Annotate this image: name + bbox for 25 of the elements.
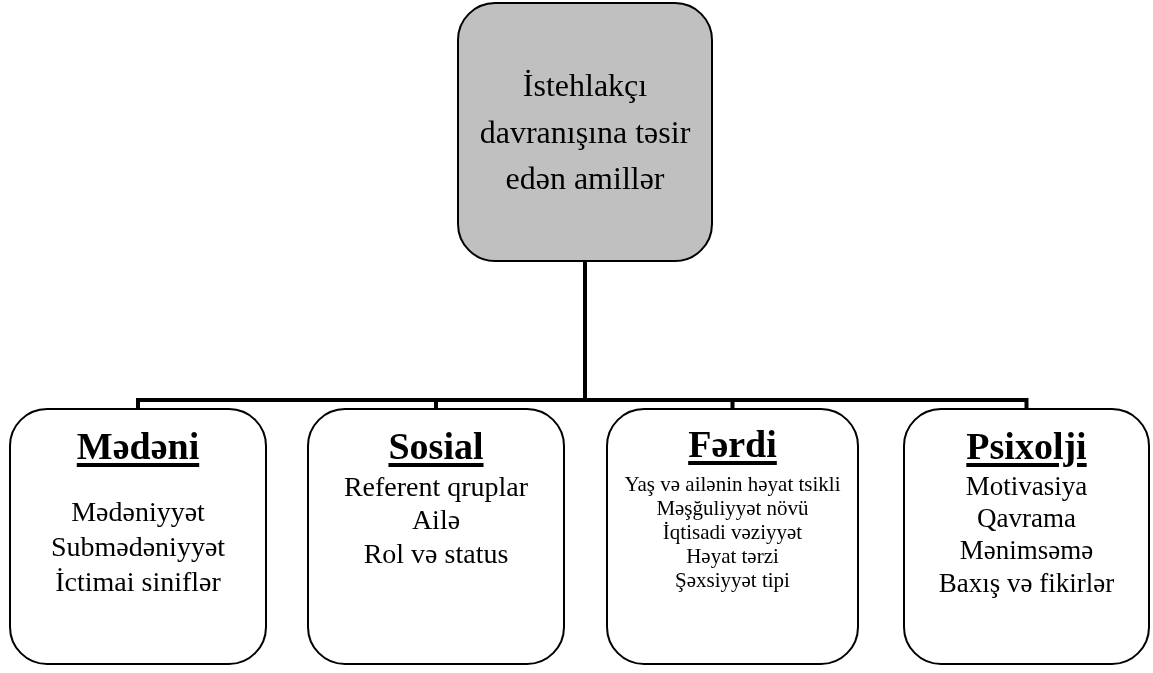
factor-item: Şəxsiyyət tipi bbox=[674, 568, 791, 593]
factor-item: İctimai siniflər bbox=[54, 564, 222, 599]
factor-item: Yaş və ailənin həyat tsikli bbox=[623, 471, 842, 496]
factor-item: Referent qruplar bbox=[342, 469, 530, 504]
factor-item: Baxış və fikirlər bbox=[937, 566, 1116, 600]
factor-item: Qavrama bbox=[976, 502, 1077, 535]
factor-item: Motivasiya bbox=[964, 469, 1089, 502]
category-box bbox=[903, 408, 1150, 665]
category-box bbox=[9, 408, 267, 665]
category-heading: Psixolji bbox=[966, 424, 1087, 469]
factor-item: İqtisadi vəziyyət bbox=[662, 519, 804, 544]
factor-item: Ailə bbox=[410, 503, 462, 537]
category-heading: Fərdi bbox=[688, 422, 777, 467]
factor-item: Rol və status bbox=[362, 536, 510, 571]
factor-item: Həyat tərzi bbox=[685, 544, 780, 569]
category-heading: Sosial bbox=[388, 424, 484, 469]
factor-item: Məşğuliyyət növü bbox=[655, 495, 810, 520]
category-heading: Mədəni bbox=[76, 424, 200, 469]
category-box bbox=[606, 408, 859, 665]
root-title: İstehlakçı davranışına təsir edən amillər bbox=[478, 66, 692, 199]
category-box bbox=[307, 408, 565, 665]
factor-item: Mədəniyyət bbox=[70, 494, 206, 529]
factor-item: Submədəniyyət bbox=[49, 529, 227, 564]
root-box bbox=[457, 2, 713, 262]
factor-item: Mənimsəmə bbox=[958, 534, 1095, 567]
